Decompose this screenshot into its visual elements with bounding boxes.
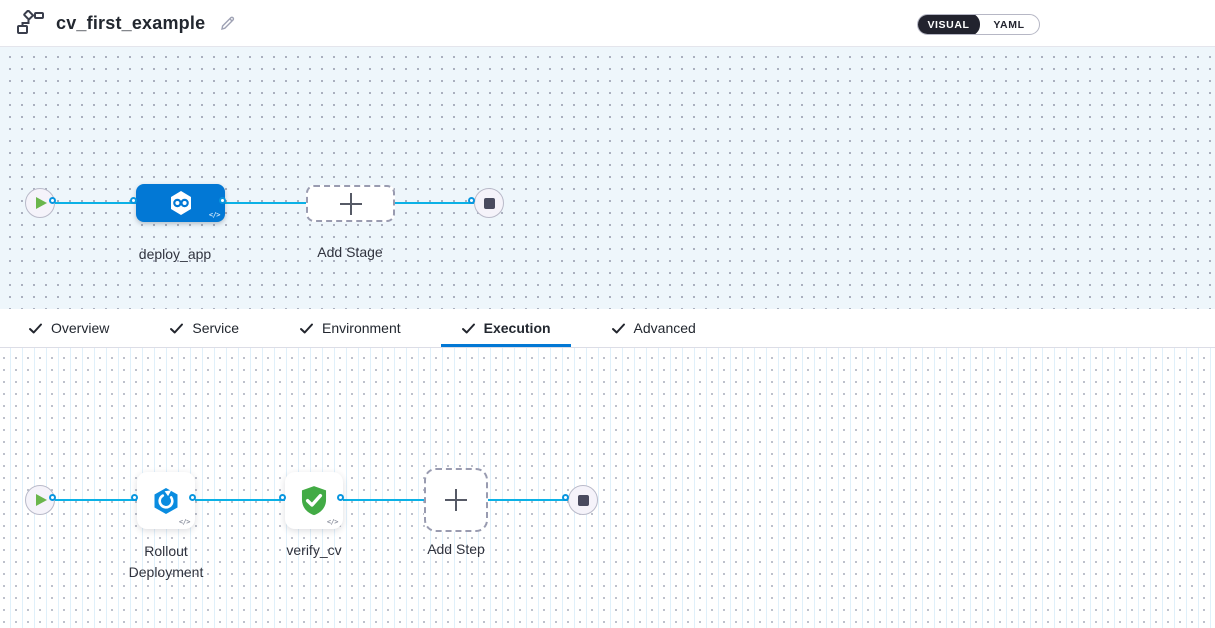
visual-toggle-button[interactable]: VISUAL <box>918 15 980 34</box>
pipeline-end-node <box>474 188 504 218</box>
tab-overview[interactable]: Overview <box>8 309 129 347</box>
code-icon: </> <box>208 211 221 219</box>
connector-port[interactable] <box>279 494 286 501</box>
stage-name-label[interactable]: deploy_app <box>138 246 212 262</box>
tab-label: Service <box>192 320 240 336</box>
step-name-label[interactable]: verify_cv <box>286 542 342 558</box>
tab-environment[interactable]: Environment <box>279 309 421 347</box>
add-step-button[interactable] <box>424 468 488 532</box>
check-icon <box>29 323 42 333</box>
step-name-label[interactable]: Rollout Deployment <box>128 543 204 580</box>
cd-infinity-icon <box>170 191 191 215</box>
add-stage-button[interactable] <box>306 185 395 222</box>
page-title: cv_first_example <box>56 12 206 33</box>
tab-advanced[interactable]: Advanced <box>591 309 716 347</box>
add-stage-label[interactable]: Add Stage <box>317 244 383 260</box>
connector-port[interactable] <box>49 197 56 204</box>
stop-icon <box>483 197 495 209</box>
connector-port[interactable] <box>468 197 475 204</box>
connector-port[interactable] <box>130 197 137 204</box>
flow-line <box>55 202 136 204</box>
step-node-rollout-deployment[interactable]: </> <box>137 472 195 529</box>
view-mode-toggle: VISUAL YAML <box>917 14 1040 35</box>
tab-label: Overview <box>51 320 110 336</box>
flow-line <box>55 499 137 501</box>
check-icon <box>461 323 475 333</box>
plus-icon <box>445 489 467 511</box>
execution-end-node <box>568 485 598 515</box>
stage-config-tabs: Overview Service Environment Execution A… <box>0 309 1215 348</box>
play-icon <box>36 494 47 506</box>
yaml-toggle-button[interactable]: YAML <box>993 18 1025 31</box>
check-icon <box>300 323 314 333</box>
check-icon <box>611 323 625 333</box>
tab-label: Execution <box>483 320 551 336</box>
tab-label: Environment <box>322 320 401 336</box>
add-step-label[interactable]: Add Step <box>427 541 485 557</box>
stage-node-deploy-app[interactable]: </> <box>136 184 225 222</box>
tab-label: Advanced <box>633 320 696 336</box>
tab-execution[interactable]: Execution <box>440 309 571 347</box>
edit-pencil-icon[interactable] <box>219 15 236 32</box>
check-icon <box>170 323 184 333</box>
flow-line <box>195 499 285 501</box>
stage-graph-canvas[interactable]: </> deploy_app Add Stage <box>0 47 1215 309</box>
code-icon: </> <box>326 518 339 526</box>
connector-port[interactable] <box>562 494 569 501</box>
plus-icon <box>339 192 362 215</box>
pipeline-header: cv_first_example VISUAL YAML <box>0 0 1215 47</box>
stop-icon <box>577 494 589 506</box>
connector-port[interactable] <box>131 494 138 501</box>
connector-port[interactable] <box>337 494 344 501</box>
execution-graph-canvas[interactable]: </> </> Rollout Deployment verify_cv Add… <box>0 348 1215 628</box>
pipeline-icon <box>17 10 44 34</box>
verify-shield-icon <box>301 485 327 515</box>
connector-port[interactable] <box>189 494 196 501</box>
step-node-verify-cv[interactable]: </> <box>285 472 343 529</box>
connector-port[interactable] <box>49 494 56 501</box>
code-icon: </> <box>178 518 191 526</box>
rollout-deployment-icon <box>154 487 178 514</box>
play-icon <box>36 197 47 209</box>
pipeline-start-node <box>25 188 55 218</box>
tab-service[interactable]: Service <box>149 309 259 347</box>
connector-port[interactable] <box>219 197 226 204</box>
